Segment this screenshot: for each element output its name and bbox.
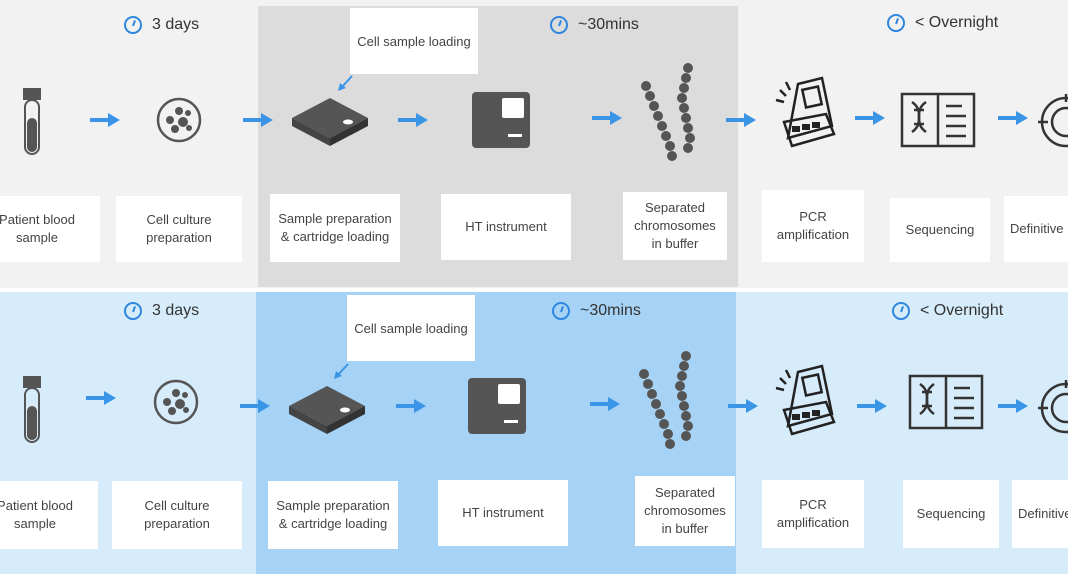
arrow-icon bbox=[728, 399, 758, 413]
cartridge-icon bbox=[292, 98, 368, 146]
time-label: 3 days bbox=[152, 16, 200, 33]
step-label-pcr: PCR amplification bbox=[762, 480, 864, 548]
clock-icon bbox=[887, 14, 905, 32]
step-label-sequencing: Sequencing bbox=[903, 480, 999, 548]
arrow-icon bbox=[998, 399, 1028, 413]
arrow-icon bbox=[590, 397, 620, 411]
step-label-separated-chromosomes: Separated chromosomes in buffer bbox=[623, 192, 727, 260]
petri-dish-icon bbox=[153, 379, 199, 425]
blood-tube-icon bbox=[23, 376, 41, 443]
top-time-3: < Overnight bbox=[887, 14, 998, 32]
petri-dish-icon bbox=[156, 97, 202, 143]
step-label-cell-culture: Cell culture preparation bbox=[116, 196, 242, 262]
arrow-icon bbox=[243, 113, 273, 127]
blood-tube-icon bbox=[23, 88, 41, 155]
step-label-patient-blood: Patient blood sample bbox=[0, 481, 98, 549]
sequencing-book-icon bbox=[908, 374, 984, 430]
arrow-icon bbox=[726, 113, 756, 127]
step-label-pcr: PCR amplification bbox=[762, 190, 864, 262]
step-label-patient-blood: Patient blood sample bbox=[0, 196, 100, 262]
step-label-definitive-result: Definitive res bbox=[1012, 480, 1068, 548]
arrow-icon bbox=[855, 111, 885, 125]
step-label-separated-chromosomes: Separated chromosomes in buffer bbox=[635, 476, 735, 546]
arrow-icon bbox=[857, 399, 887, 413]
target-icon bbox=[1038, 94, 1068, 148]
top-callout-box: Cell sample loading bbox=[350, 8, 478, 74]
sequencing-book-icon bbox=[900, 92, 976, 148]
bottom-callout-box: Cell sample loading bbox=[347, 295, 475, 361]
step-label-sample-prep: Sample preparation & cartridge loading bbox=[268, 481, 398, 549]
bottom-time-1: 3 days bbox=[124, 302, 199, 320]
chromosome-icon bbox=[639, 351, 693, 449]
clock-icon bbox=[124, 302, 142, 320]
instrument-icon bbox=[468, 378, 526, 434]
pcr-machine-icon bbox=[775, 364, 836, 436]
step-label-ht-instrument: HT instrument bbox=[438, 480, 568, 546]
pcr-machine-icon bbox=[775, 76, 836, 148]
bottom-time-3: < Overnight bbox=[892, 302, 1003, 320]
clock-icon bbox=[550, 16, 568, 34]
callout-pointer-icon bbox=[338, 75, 353, 91]
callout-pointer-icon bbox=[334, 363, 349, 379]
cartridge-icon bbox=[289, 386, 365, 434]
arrow-icon bbox=[396, 399, 426, 413]
chromosome-icon bbox=[641, 63, 695, 161]
arrow-icon bbox=[90, 113, 120, 127]
top-time-2: ~30mins bbox=[550, 16, 639, 34]
top-time-1: 3 days bbox=[124, 16, 199, 34]
clock-icon bbox=[552, 302, 570, 320]
arrow-icon bbox=[998, 111, 1028, 125]
bottom-time-2: ~30mins bbox=[552, 302, 641, 320]
step-label-cell-culture: Cell culture preparation bbox=[112, 481, 242, 549]
time-label: ~30mins bbox=[580, 302, 641, 319]
clock-icon bbox=[892, 302, 910, 320]
step-label-sample-prep: Sample preparation & cartridge loading bbox=[270, 194, 400, 262]
time-label: ~30mins bbox=[578, 16, 639, 33]
clock-icon bbox=[124, 16, 142, 34]
arrow-icon bbox=[86, 391, 116, 405]
step-label-ht-instrument: HT instrument bbox=[441, 194, 571, 260]
callout-label: Cell sample loading bbox=[357, 33, 471, 49]
arrow-icon bbox=[240, 399, 270, 413]
target-icon bbox=[1038, 380, 1068, 434]
arrow-icon bbox=[398, 113, 428, 127]
step-label-definitive-result: Definitive res bbox=[1004, 196, 1068, 262]
time-label: < Overnight bbox=[915, 14, 999, 31]
step-label-sequencing: Sequencing bbox=[890, 198, 990, 262]
time-label: 3 days bbox=[152, 302, 200, 319]
callout-label: Cell sample loading bbox=[354, 320, 468, 336]
arrow-icon bbox=[592, 111, 622, 125]
time-label: < Overnight bbox=[920, 302, 1004, 319]
instrument-icon bbox=[472, 92, 530, 148]
